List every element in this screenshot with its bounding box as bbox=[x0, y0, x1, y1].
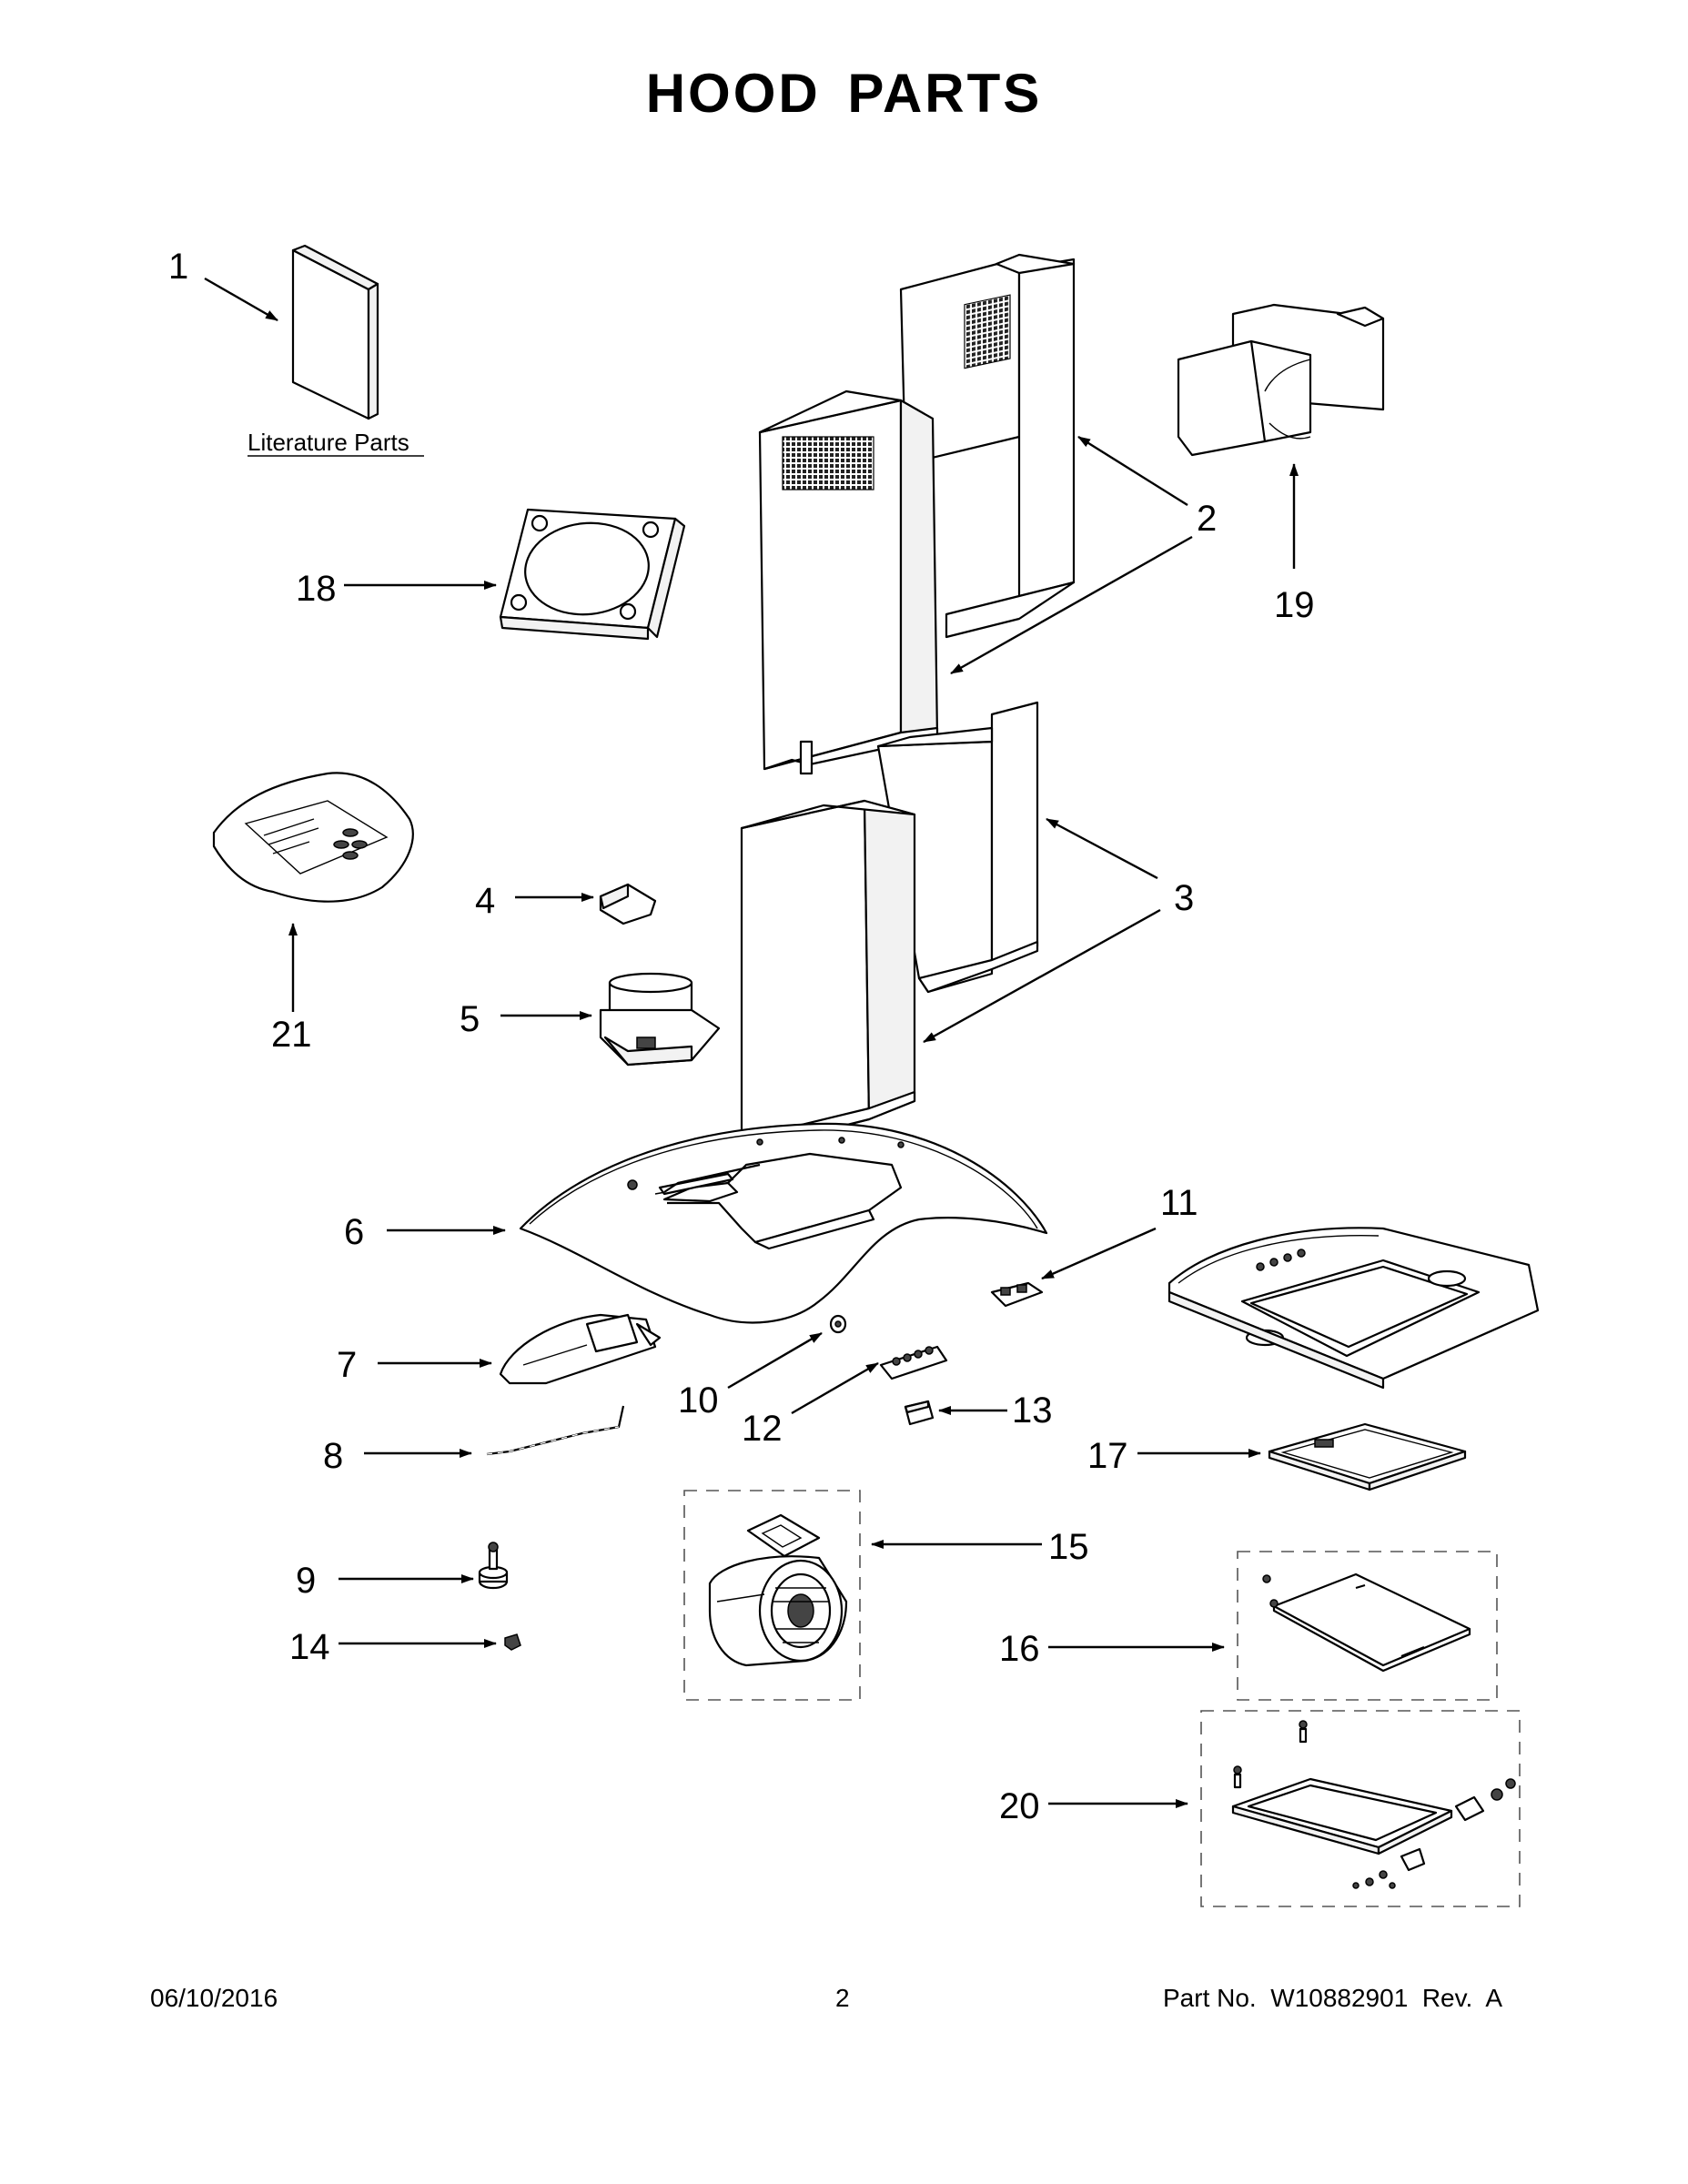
arrow-1 bbox=[204, 277, 278, 322]
page-title: HOOD PARTS bbox=[645, 63, 1043, 124]
part-2-upper-chimney[interactable] bbox=[758, 253, 1076, 775]
part-3-lower-chimney[interactable] bbox=[740, 701, 1039, 1158]
callout-13: 13 bbox=[1012, 1390, 1053, 1431]
part-12-control-board[interactable] bbox=[879, 1345, 948, 1380]
callout-4: 4 bbox=[475, 881, 495, 921]
callout-9: 9 bbox=[296, 1561, 316, 1601]
callout-11: 11 bbox=[1160, 1183, 1198, 1223]
arrow-12 bbox=[791, 1361, 879, 1415]
callout-6: 6 bbox=[344, 1212, 364, 1252]
callout-16: 16 bbox=[999, 1629, 1040, 1669]
callout-2: 2 bbox=[1197, 499, 1217, 539]
callout-21: 21 bbox=[271, 1015, 312, 1055]
callout-8: 8 bbox=[323, 1436, 343, 1476]
part-5-damper[interactable] bbox=[599, 972, 721, 1067]
footer-page-number: 2 bbox=[835, 1984, 850, 2012]
arrow-10 bbox=[727, 1331, 823, 1390]
arrow-3a bbox=[1046, 817, 1158, 880]
assembled-hood-reference[interactable] bbox=[1167, 1227, 1540, 1390]
part-7-control-housing[interactable] bbox=[499, 1313, 662, 1385]
arrow-11 bbox=[1041, 1227, 1157, 1280]
part-21-cleaning-cloth[interactable] bbox=[212, 772, 414, 903]
callout-1: 1 bbox=[168, 247, 188, 287]
callout-7: 7 bbox=[337, 1345, 357, 1385]
part-14-small-knob[interactable] bbox=[504, 1633, 521, 1651]
callout-14: 14 bbox=[289, 1627, 330, 1667]
part-1-literature-booklet[interactable] bbox=[291, 244, 379, 420]
part-9-knob[interactable] bbox=[478, 1542, 509, 1590]
part-11-switch-board[interactable] bbox=[990, 1281, 1044, 1308]
part-4-small-bracket[interactable] bbox=[599, 883, 657, 925]
part-20-filter-frame[interactable] bbox=[1200, 1710, 1521, 1907]
arrow-2a bbox=[1077, 435, 1188, 507]
callout-12: 12 bbox=[742, 1409, 783, 1449]
part-15-blower-assembly[interactable] bbox=[683, 1490, 861, 1701]
callout-17: 17 bbox=[1087, 1436, 1128, 1476]
footer-part-number: Part No. W10882901 Rev. A bbox=[1163, 1984, 1503, 2012]
callout-15: 15 bbox=[1048, 1527, 1089, 1567]
part-18-mounting-bracket[interactable] bbox=[499, 508, 686, 641]
part-13-module[interactable] bbox=[904, 1400, 935, 1426]
callout-10: 10 bbox=[678, 1380, 719, 1421]
callout-5: 5 bbox=[460, 999, 480, 1039]
callout-18: 18 bbox=[296, 569, 337, 609]
part-10-connector[interactable] bbox=[829, 1314, 847, 1334]
part-8-wire-harness[interactable] bbox=[486, 1405, 625, 1456]
footer-date: 06/10/2016 bbox=[150, 1984, 278, 2012]
arrow-3b bbox=[923, 908, 1161, 1044]
part-6-glass-canopy[interactable] bbox=[519, 1122, 1048, 1324]
part-16-charcoal-filter[interactable] bbox=[1237, 1551, 1498, 1701]
callout-20: 20 bbox=[999, 1786, 1040, 1826]
callout-19: 19 bbox=[1274, 585, 1315, 625]
arrow-2b bbox=[950, 535, 1193, 675]
part-19-duct-connector[interactable] bbox=[1177, 303, 1385, 457]
callout-3: 3 bbox=[1174, 878, 1194, 918]
literature-parts-label[interactable]: Literature Parts bbox=[248, 429, 409, 456]
part-17-grease-filter[interactable] bbox=[1268, 1422, 1467, 1491]
